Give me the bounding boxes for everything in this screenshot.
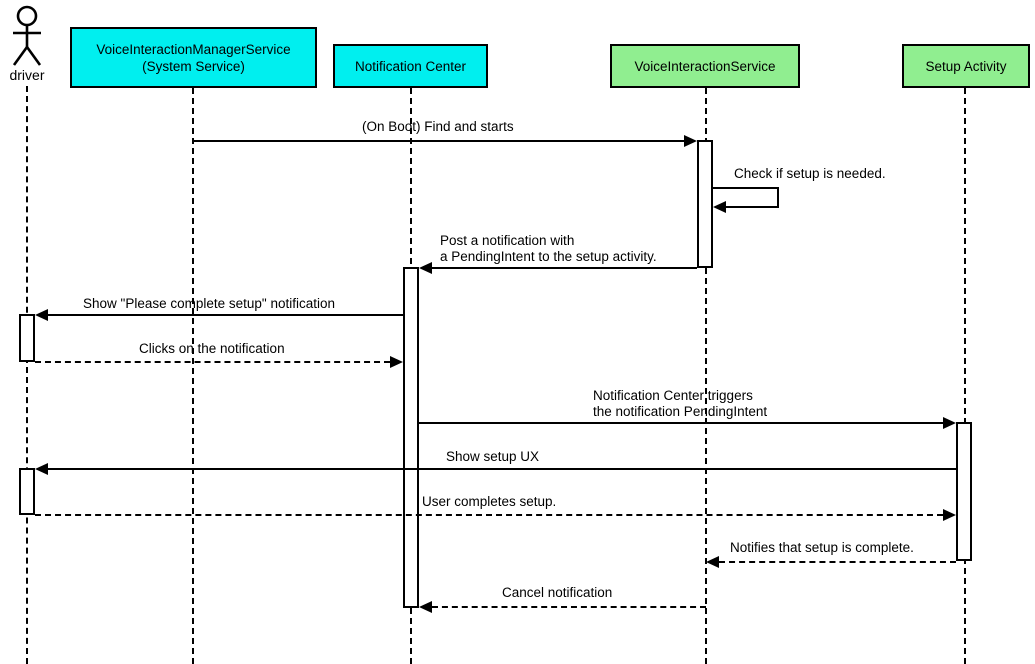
arrowhead-icon: [35, 463, 48, 475]
participant-voiceinteractionmanagerservice: VoiceInteractionManagerService (System S…: [70, 27, 317, 88]
message-label-show-setup-ux: Show setup UX: [446, 449, 540, 464]
message-label-on-boot-find-and-starts: (On Boot) Find and starts: [362, 119, 514, 134]
activation-notification-center: [403, 267, 419, 608]
arrowhead-icon: [684, 135, 697, 147]
arrowhead-icon: [943, 417, 956, 429]
message-line-show-setup-ux: [48, 468, 956, 470]
self-message-return-segment: [726, 206, 779, 208]
lifeline-setup-activity: [964, 88, 966, 664]
message-line-notifies-setup-complete: [719, 561, 956, 563]
actor-icon: [12, 5, 42, 66]
arrowhead-icon: [713, 201, 726, 213]
message-line-post-notification: [432, 267, 697, 269]
message-label-triggers-pendingintent: Notification Center triggers the notific…: [593, 388, 768, 419]
arrowhead-icon: [35, 309, 48, 321]
activation-voiceinteractionservice: [697, 140, 713, 268]
message-line-cancel-notification: [432, 606, 706, 608]
message-line-clicks-notification: [35, 361, 390, 363]
message-label-clicks-notification: Clicks on the notification: [139, 341, 285, 356]
message-label-user-completes-setup: User completes setup.: [422, 494, 557, 509]
arrowhead-icon: [390, 356, 403, 368]
self-message-side-segment: [777, 187, 779, 208]
activation-setup-activity: [956, 422, 972, 561]
activation-driver-1: [19, 314, 35, 362]
self-message-top-segment: [713, 187, 779, 189]
arrowhead-icon: [419, 601, 432, 613]
arrowhead-icon: [706, 556, 719, 568]
message-line-on-boot-find-and-starts: [194, 140, 686, 142]
message-label-cancel-notification: Cancel notification: [502, 585, 613, 600]
activation-driver-2: [19, 468, 35, 515]
message-line-show-setup-notification: [48, 314, 403, 316]
arrowhead-icon: [943, 509, 956, 521]
participant-setup-activity: Setup Activity: [902, 44, 1030, 88]
lifeline-voiceinteractionservice: [705, 88, 707, 664]
message-label-post-notification: Post a notification with a PendingIntent…: [440, 233, 657, 264]
message-label-notifies-setup-complete: Notifies that setup is complete.: [730, 540, 914, 555]
lifeline-driver: [26, 86, 28, 664]
message-line-triggers-pendingintent: [419, 422, 945, 424]
lifeline-voiceinteractionmanagerservice: [192, 88, 194, 664]
message-line-user-completes-setup: [35, 514, 943, 516]
participant-voiceinteractionservice: VoiceInteractionService: [610, 44, 800, 88]
arrowhead-icon: [419, 262, 432, 274]
actor-label-driver: driver: [9, 67, 45, 83]
message-label-show-setup-notification: Show "Please complete setup" notificatio…: [83, 296, 335, 311]
participant-notification-center: Notification Center: [333, 44, 488, 88]
message-label-check-if-setup-needed: Check if setup is needed.: [734, 166, 886, 181]
